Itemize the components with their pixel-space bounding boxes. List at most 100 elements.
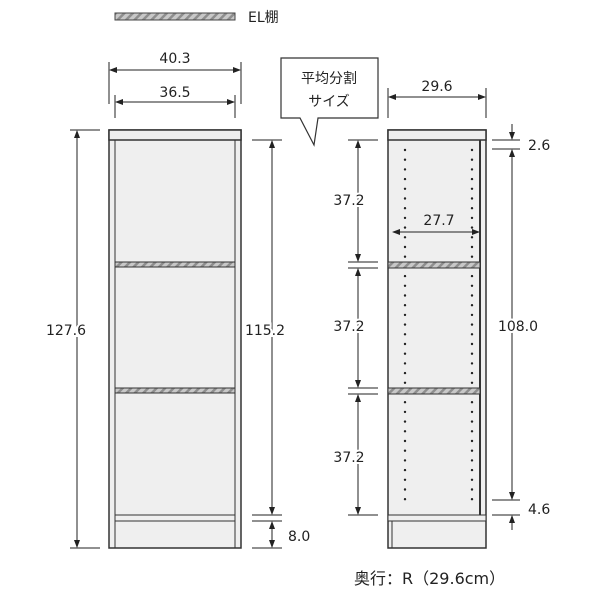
pin-hole xyxy=(403,420,407,423)
bottom-offset-label: 4.6 xyxy=(528,502,550,518)
pin-hole xyxy=(403,410,407,414)
callout-line-1: 平均分割 xyxy=(301,70,357,87)
pin-hole xyxy=(403,158,407,161)
pin-hole xyxy=(470,294,474,297)
pin-hole xyxy=(470,420,474,423)
el-shelf-swatch xyxy=(114,12,236,21)
side-bottom-board xyxy=(387,514,487,522)
pin-hole xyxy=(403,333,407,336)
side-el-shelf-1 xyxy=(387,261,481,269)
inner-width-label: 36.5 xyxy=(159,85,190,101)
pin-hole xyxy=(470,488,474,491)
section-3-label: 37.2 xyxy=(333,450,364,466)
inner-height-label: 115.2 xyxy=(245,323,285,339)
pin-hole xyxy=(403,304,407,307)
pin-hole xyxy=(470,381,474,384)
side-dimensions xyxy=(348,88,520,530)
pin-hole xyxy=(470,468,474,472)
pin-hole xyxy=(403,255,407,258)
pin-hole xyxy=(470,304,474,307)
pin-hole xyxy=(470,439,474,443)
pin-hole xyxy=(403,362,407,365)
pin-hole xyxy=(470,323,474,326)
pin-hole xyxy=(470,449,474,452)
pin-hole xyxy=(403,468,407,472)
pin-hole xyxy=(470,401,474,404)
depth-note: 奥行：R（29.6cm） xyxy=(354,569,505,588)
average-split-callout: 平均分割 サイズ xyxy=(280,57,379,147)
front-top-board xyxy=(108,129,242,141)
pin-hole xyxy=(470,168,474,171)
pin-hole xyxy=(403,313,407,317)
pin-hole xyxy=(470,410,474,414)
pin-hole xyxy=(470,255,474,258)
pin-hole xyxy=(403,498,407,501)
legend-label: EL棚 xyxy=(248,10,279,26)
pin-hole xyxy=(403,488,407,491)
pin-hole xyxy=(403,439,407,443)
pin-hole xyxy=(403,226,407,229)
pin-hole xyxy=(403,187,407,190)
pin-hole xyxy=(470,459,474,462)
pin-hole xyxy=(403,207,407,210)
front-dimensions xyxy=(70,62,282,549)
front-view xyxy=(108,129,242,549)
side-body xyxy=(387,129,487,549)
pin-hole xyxy=(470,158,474,161)
pin-hole xyxy=(470,430,474,433)
pin-hole xyxy=(403,352,407,355)
top-offset-label: 2.6 xyxy=(528,138,550,154)
side-el-shelf-2 xyxy=(387,387,481,395)
outer-width-label: 40.3 xyxy=(159,51,190,67)
pin-hole xyxy=(470,226,474,229)
pin-hole xyxy=(403,459,407,462)
total-height-label: 127.6 xyxy=(46,323,86,339)
front-bottom-board xyxy=(114,514,236,522)
pin-hole xyxy=(470,313,474,317)
pin-hole xyxy=(470,197,474,200)
pin-hole xyxy=(470,187,474,190)
side-top-board xyxy=(387,129,487,141)
pin-hole xyxy=(403,216,407,220)
section-1-label: 37.2 xyxy=(333,193,364,209)
pin-hole xyxy=(403,177,407,181)
front-body xyxy=(108,129,242,549)
shelf-pin-holes xyxy=(403,148,474,501)
pin-hole xyxy=(470,207,474,210)
pin-hole xyxy=(403,371,407,375)
pin-hole xyxy=(470,274,474,278)
pin-hole xyxy=(470,498,474,501)
pin-hole xyxy=(470,352,474,355)
pin-hole xyxy=(403,236,407,239)
pin-hole xyxy=(403,381,407,384)
pin-hole xyxy=(470,216,474,220)
pin-hole xyxy=(403,274,407,278)
pin-hole xyxy=(403,168,407,171)
pin-hole xyxy=(470,371,474,375)
legend: EL棚 xyxy=(114,10,279,26)
pin-hole xyxy=(403,401,407,404)
pin-hole xyxy=(470,478,474,481)
pin-hole xyxy=(403,245,407,249)
base-height-label: 8.0 xyxy=(288,529,310,545)
pin-hole xyxy=(470,245,474,249)
side-view xyxy=(387,129,487,549)
depth-label: 29.6 xyxy=(421,79,452,95)
section-2-label: 37.2 xyxy=(333,319,364,335)
pin-hole xyxy=(403,284,407,287)
pin-hole xyxy=(470,148,474,152)
pin-hole xyxy=(403,449,407,452)
callout-line-2: サイズ xyxy=(308,94,350,110)
pin-hole xyxy=(403,148,407,152)
pin-hole xyxy=(403,294,407,297)
pin-hole xyxy=(470,362,474,365)
pin-hole xyxy=(470,284,474,287)
pin-hole xyxy=(403,323,407,326)
pin-hole xyxy=(470,342,474,346)
pin-hole xyxy=(403,430,407,433)
front-el-shelf-1 xyxy=(114,261,236,268)
pin-hole xyxy=(403,478,407,481)
pin-hole xyxy=(403,197,407,200)
pitch-range-label: 108.0 xyxy=(498,319,538,335)
